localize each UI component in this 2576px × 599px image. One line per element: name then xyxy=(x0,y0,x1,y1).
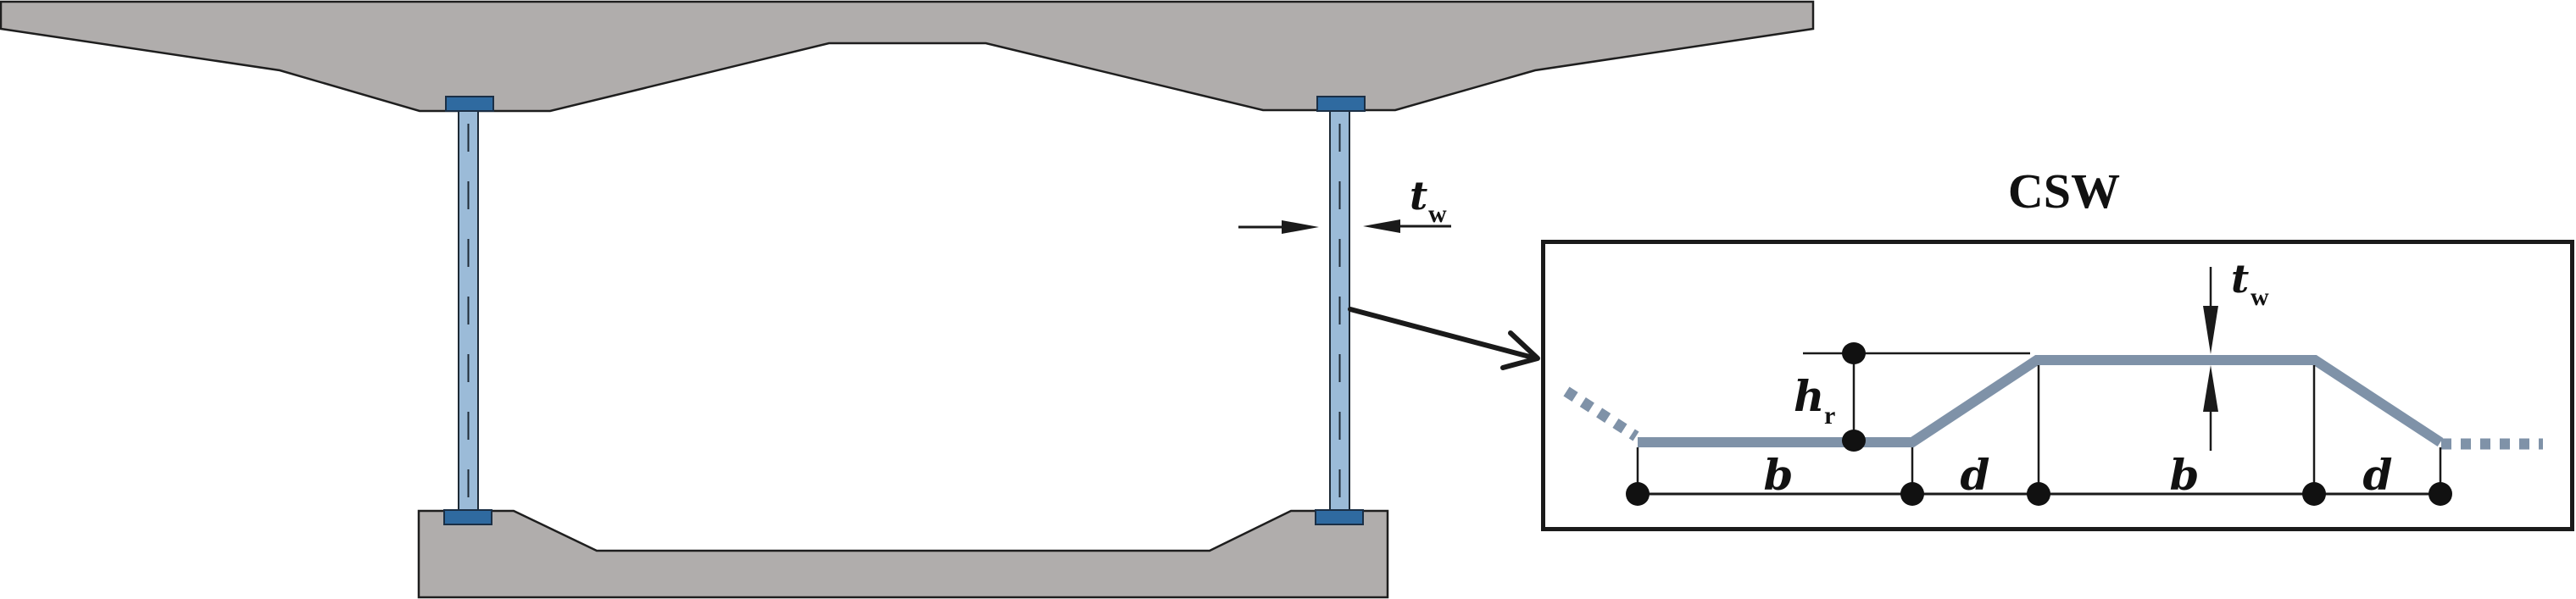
dimension-node-1 xyxy=(1626,482,1650,506)
dimension-node-3 xyxy=(2027,482,2050,506)
right-steel-web xyxy=(1329,110,1350,511)
label-b-2: b xyxy=(2170,450,2200,500)
detail-tw-symbol: t xyxy=(2231,256,2249,302)
detail-web-thickness-dimension: t w xyxy=(2203,256,2269,451)
bottom-concrete-slab xyxy=(417,509,1389,599)
tw-upper-arrowhead xyxy=(2203,306,2218,354)
top-right-flange xyxy=(1316,96,1366,112)
label-d-2: d xyxy=(2363,450,2393,500)
bottom-right-flange xyxy=(1315,509,1364,525)
dimension-node-4 xyxy=(2302,482,2326,506)
detail-title: CSW xyxy=(2008,164,2120,219)
label-b-1: b xyxy=(1764,450,1794,500)
left-dimension-arrowhead xyxy=(1282,220,1319,234)
left-steel-web xyxy=(458,110,479,511)
rib-height-symbol: h xyxy=(1794,371,1824,421)
label-d-1: d xyxy=(1961,450,1990,500)
detail-frame xyxy=(1541,240,2574,531)
rib-height-subscript: r xyxy=(1824,402,1835,430)
dimension-node-5 xyxy=(2429,482,2452,506)
top-concrete-slab xyxy=(0,0,1815,113)
csw-detail-panel: b d b d h r t w xyxy=(1541,240,2574,531)
top-left-flange xyxy=(445,96,494,112)
right-dimension-arrowhead xyxy=(1363,219,1400,233)
section-tw-symbol: t xyxy=(1410,173,1427,219)
rib-height-dimension: h r xyxy=(1794,342,2030,452)
detail-callout-arrow xyxy=(1348,307,1540,370)
callout-arrowhead xyxy=(1500,330,1540,370)
rib-height-node-top xyxy=(1842,342,1866,364)
profile-continuation-left xyxy=(1563,386,1639,441)
detail-tw-subscript: w xyxy=(2251,283,2269,311)
section-tw-subscript: w xyxy=(1428,200,1447,228)
rib-height-node-bottom xyxy=(1842,430,1866,452)
dimension-node-2 xyxy=(1900,482,1924,506)
callout-arrow-shaft xyxy=(1348,307,1538,361)
tw-lower-arrowhead xyxy=(2203,365,2218,412)
corrugated-web-profile xyxy=(1638,355,2444,447)
bottom-left-flange xyxy=(443,509,492,525)
section-web-thickness-dimension: t w xyxy=(1238,173,1451,234)
box-girder-section: t w xyxy=(0,0,1815,599)
